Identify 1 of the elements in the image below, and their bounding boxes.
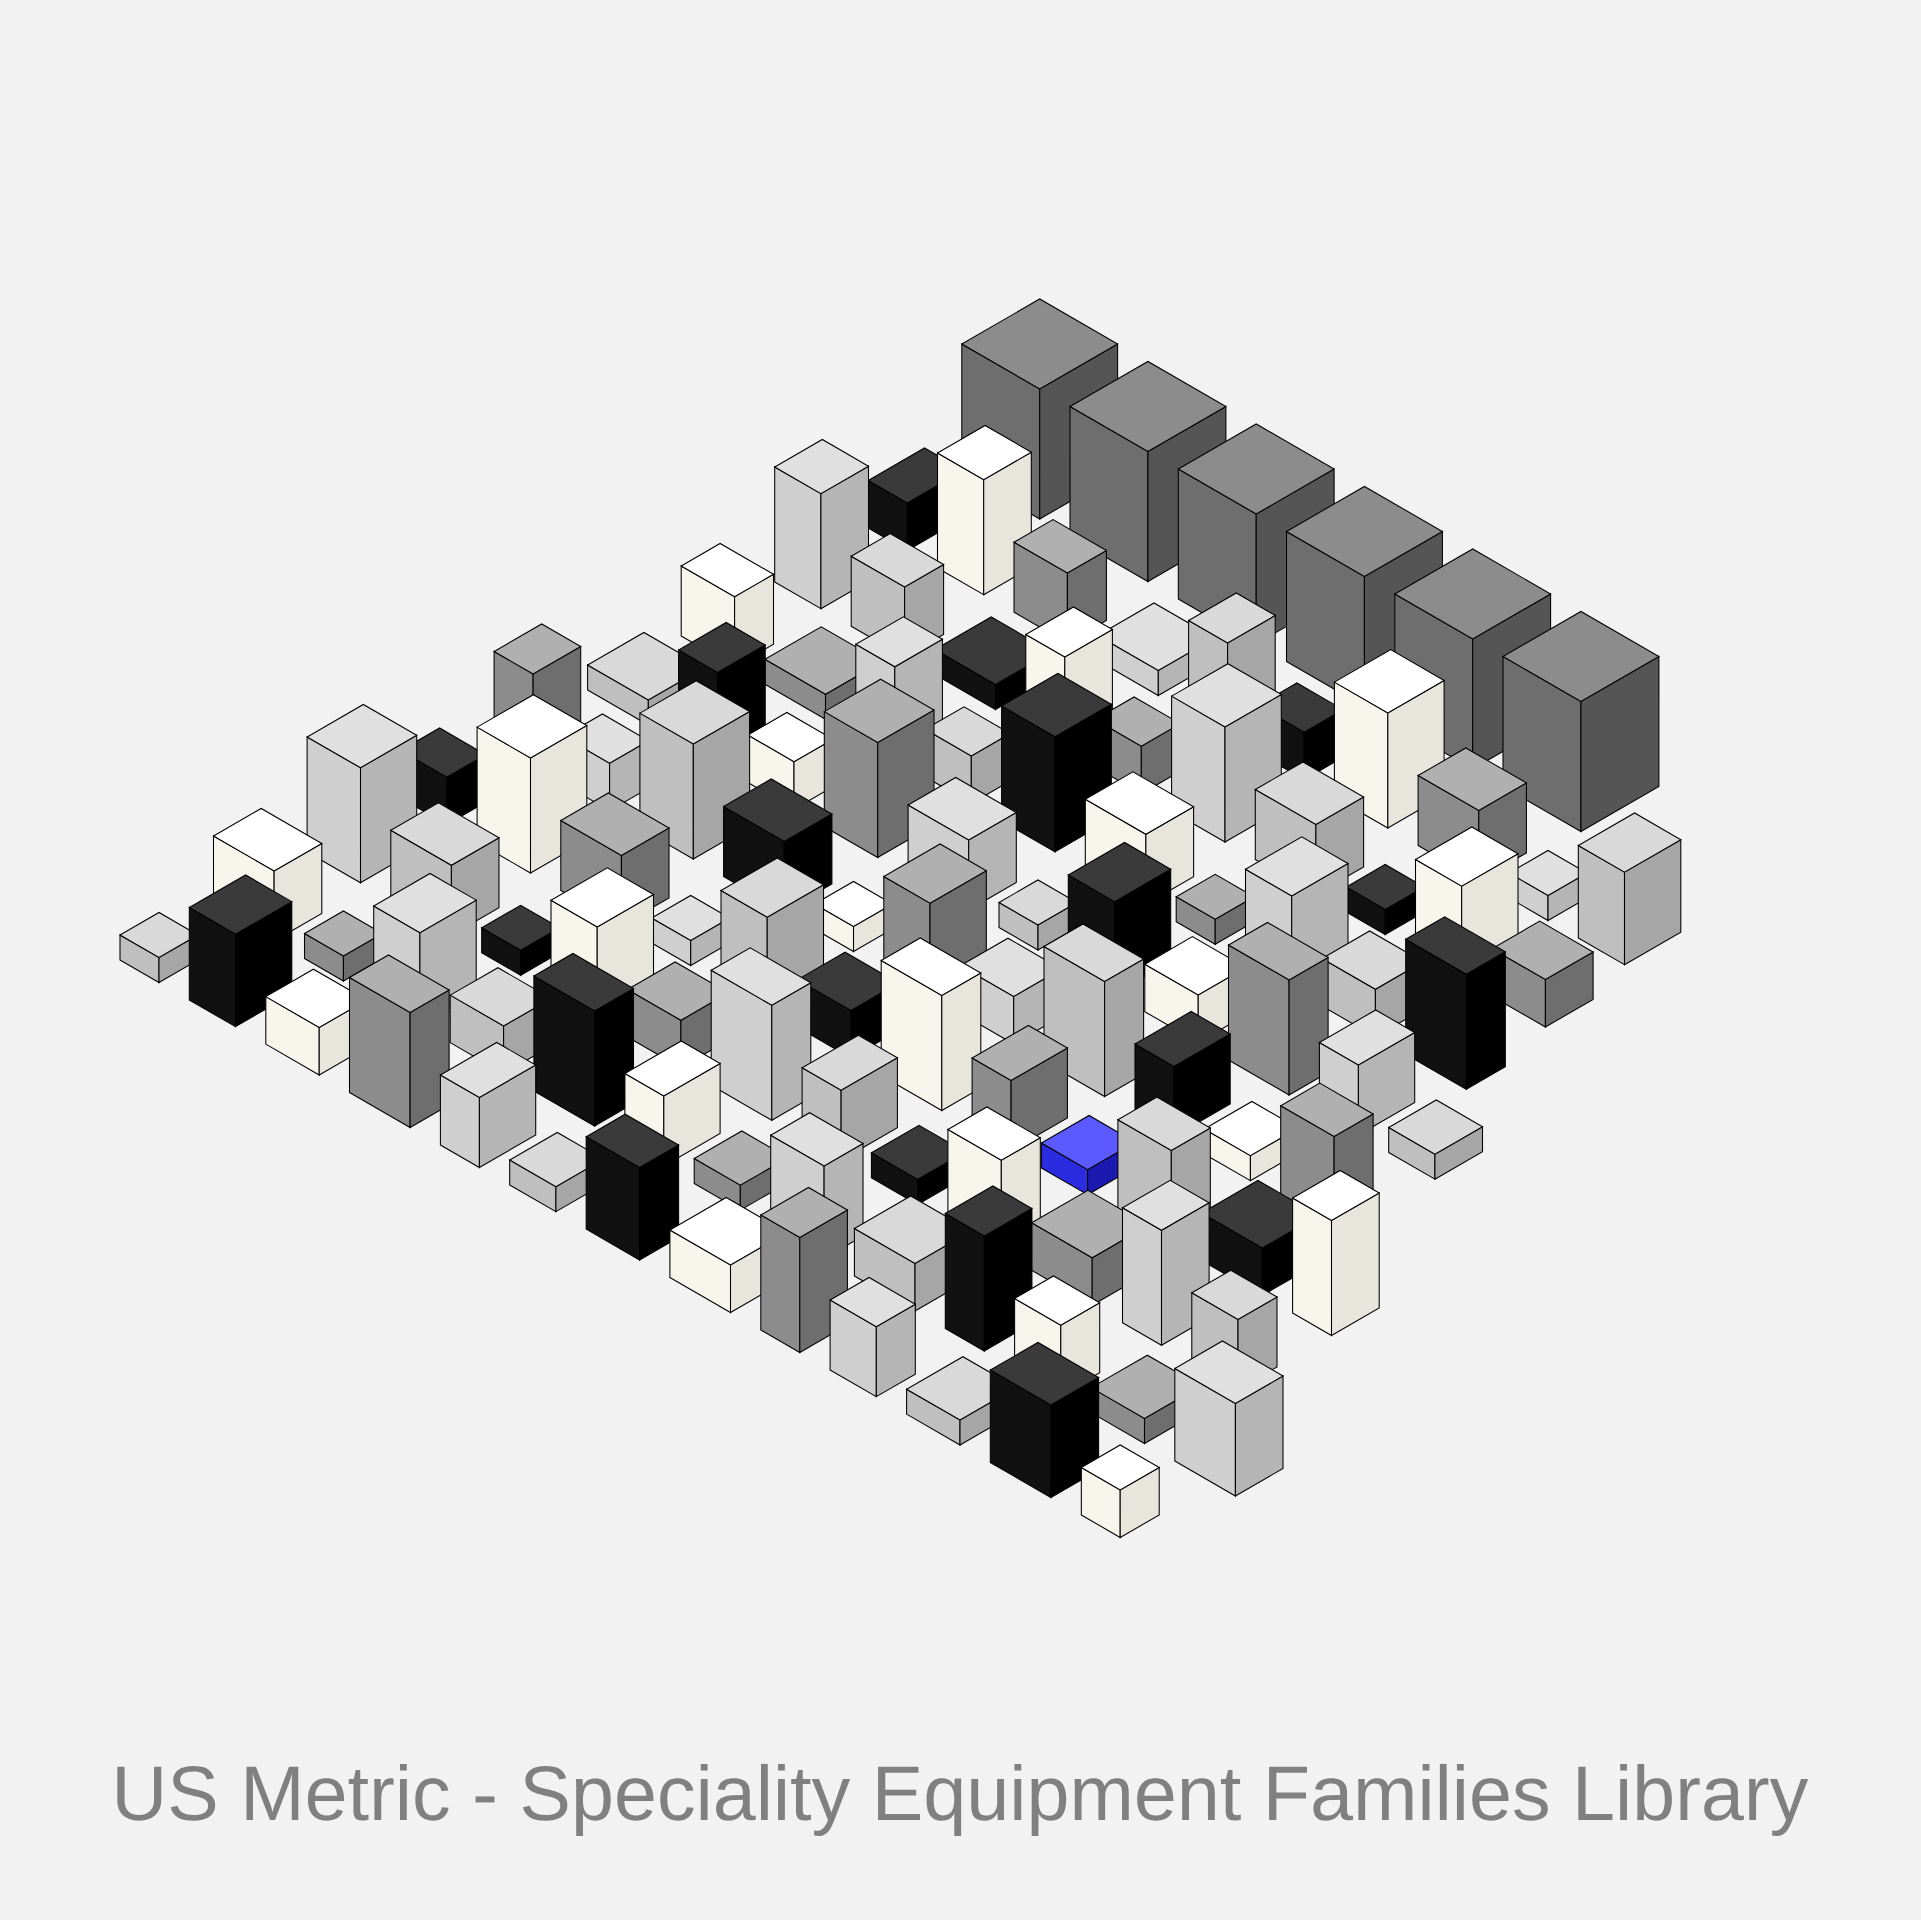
title: US Metric - Speciality Equipment Families Library bbox=[117, 1763, 1809, 1836]
